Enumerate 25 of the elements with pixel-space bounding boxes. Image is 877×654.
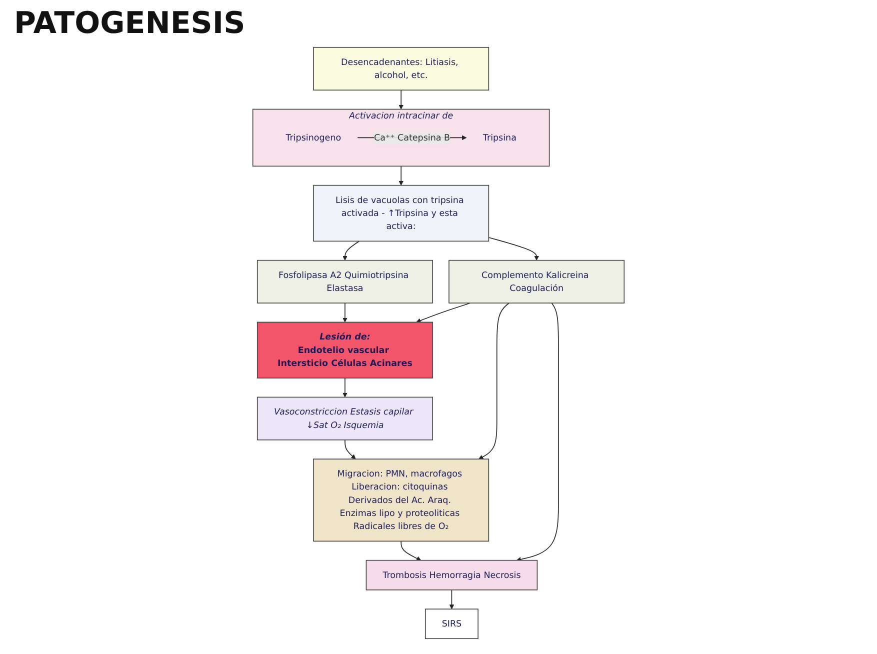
node-box: Vasoconstriccion Estasis capilar ↓Sat O₂ Isquemia <box>256 396 433 440</box>
node-box: Trombosis Hemorragia Necrosis <box>366 560 538 590</box>
arrow <box>342 240 360 261</box>
arrow <box>342 378 348 398</box>
node-box: Fosfolipasa A2 Quimiotripsina Elastasa <box>256 260 433 304</box>
edge-label: Ca⁺⁺ Catepsina B <box>374 132 450 143</box>
node-box: Migracion: PMN, macrofagos Liberacion: citoquinas Derivados del Ac. Araq. Enzimas lipo y proteoliticas Radicales libres de O₂ <box>313 458 490 542</box>
diagram-title: PATOGENESIS <box>14 6 246 41</box>
node-text: Tripsinogeno <box>286 132 342 143</box>
arrow <box>449 590 454 610</box>
arrow <box>416 302 471 323</box>
node-box: Lesión de: Endotelio vascular Intersticio Células Acinares <box>256 322 433 378</box>
arrow <box>488 237 539 261</box>
node-text: Tripsina <box>482 132 516 143</box>
arrow <box>478 302 510 460</box>
node-box: Complemento Kalicreina Coagulación <box>448 260 625 304</box>
arrow <box>342 302 348 322</box>
arrow <box>344 439 356 460</box>
arrow <box>516 302 559 562</box>
node-box: Desencadenantes: Litiasis, alcohol, etc. <box>313 46 490 90</box>
node-box: SIRS <box>424 608 478 640</box>
arrow <box>398 166 404 186</box>
arrow <box>398 90 404 110</box>
node-box: Lisis de vacuolas con tripsina activada - ↑Tripsina y esta activa: <box>313 184 490 242</box>
arrow <box>400 540 422 561</box>
